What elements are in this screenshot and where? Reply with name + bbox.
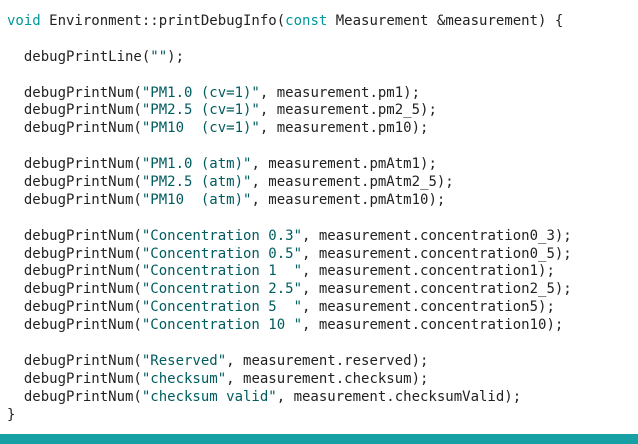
- code-line: debugPrintNum("Concentration 10 ", measu…: [7, 317, 572, 335]
- code-token: , measurement.concentration5);: [302, 299, 555, 316]
- code-token: , measurement.pmAtm2_5);: [251, 174, 454, 191]
- code-token: debugPrintNum(: [7, 191, 142, 208]
- code-keyword: void: [7, 13, 41, 29]
- code-line: debugPrintNum("PM10 (atm)", measurement.…: [7, 192, 572, 210]
- code-token: Environment::printDebugInfo(: [40, 13, 286, 29]
- code-token: debugPrintNum(: [7, 370, 142, 387]
- code-token: Measurement &measurement) {: [327, 13, 564, 29]
- code-string: "PM1.0 (cv=1)": [141, 84, 260, 101]
- code-line: debugPrintNum("Reserved", measurement.re…: [7, 353, 572, 371]
- code-token: , measurement.pm2_5);: [259, 102, 437, 119]
- code-line: ​: [7, 31, 572, 49]
- code-token: debugPrintNum(: [7, 281, 142, 298]
- code-token: , measurement.checksum);: [226, 370, 429, 387]
- code-token: , measurement.concentration10);: [302, 317, 564, 334]
- code-token: , measurement.pm1);: [259, 84, 421, 101]
- code-token: debugPrintNum(: [7, 156, 142, 173]
- code-line: debugPrintNum("Concentration 2.5", measu…: [7, 281, 572, 299]
- code-string: "PM1.0 (atm)": [141, 156, 252, 173]
- code-editor[interactable]: void Environment::printDebugInfo(const M…: [0, 0, 638, 434]
- code-token: , measurement.pm10);: [259, 120, 429, 137]
- code-token: debugPrintNum(: [7, 120, 142, 137]
- code-token: debugPrintNum(: [7, 227, 142, 244]
- code-string: "Concentration 2.5": [141, 281, 303, 298]
- code-line: debugPrintNum("Concentration 0.3", measu…: [7, 228, 572, 246]
- code-string: "Concentration 0.5": [141, 245, 303, 262]
- code-line: debugPrintNum("PM1.0 (atm)", measurement…: [7, 156, 572, 174]
- code-token: , measurement.pmAtm1);: [251, 156, 437, 173]
- code-token: , measurement.concentration1);: [302, 263, 555, 280]
- code-line: ​: [7, 210, 572, 228]
- code-string: "Concentration 10 ": [141, 317, 303, 334]
- code-line: debugPrintNum("PM10 (cv=1)", measurement…: [7, 120, 572, 138]
- code-string: "Concentration 0.3": [141, 227, 303, 244]
- code-line: debugPrintNum("checksum", measurement.ch…: [7, 371, 572, 389]
- code-keyword: const: [285, 13, 328, 29]
- code-token: debugPrintNum(: [7, 317, 142, 334]
- code-line: void Environment::printDebugInfo(const M…: [7, 13, 572, 31]
- code-token: , measurement.concentration0_3);: [302, 227, 572, 244]
- code-token: , measurement.concentration0_5);: [302, 245, 572, 262]
- code-token: , measurement.checksumValid);: [276, 388, 522, 405]
- code-string: "checksum": [141, 370, 227, 387]
- code-token: debugPrintNum(: [7, 102, 142, 119]
- code-line: ​: [7, 138, 572, 156]
- code-token: debugPrintNum(: [7, 84, 142, 101]
- code-token: debugPrintNum(: [7, 245, 142, 262]
- code-string: "Reserved": [141, 352, 227, 369]
- code-token: debugPrintNum(: [7, 174, 142, 191]
- code-line: debugPrintNum("Concentration 0.5", measu…: [7, 246, 572, 264]
- code-string: "PM10 (atm)": [141, 191, 252, 208]
- code-token: debugPrintNum(: [7, 388, 142, 405]
- code-line: }: [7, 407, 572, 425]
- code-line: ​: [7, 335, 572, 353]
- editor-status-bar: [0, 434, 638, 444]
- code-string: "PM2.5 (atm)": [141, 174, 252, 191]
- code-line: debugPrintNum("Concentration 1 ", measur…: [7, 263, 572, 281]
- code-token: , measurement.reserved);: [226, 352, 429, 369]
- code-line: debugPrintNum("PM1.0 (cv=1)", measuremen…: [7, 85, 572, 103]
- code-token: debugPrintLine(: [7, 48, 151, 65]
- code-line: debugPrintNum("checksum valid", measurem…: [7, 389, 572, 407]
- code-token: , measurement.concentration2_5);: [302, 281, 572, 298]
- code-line: debugPrintNum("Concentration 5 ", measur…: [7, 299, 572, 317]
- code-line: debugPrintLine("");: [7, 49, 572, 67]
- code-text-area[interactable]: void Environment::printDebugInfo(const M…: [7, 13, 572, 424]
- code-token: );: [167, 48, 185, 65]
- code-string: "Concentration 1 ": [141, 263, 303, 280]
- code-string: "Concentration 5 ": [141, 299, 303, 316]
- code-string: "": [150, 48, 168, 65]
- code-token: }: [7, 406, 16, 423]
- code-string: "PM2.5 (cv=1)": [141, 102, 260, 119]
- code-token: debugPrintNum(: [7, 352, 142, 369]
- code-line: debugPrintNum("PM2.5 (cv=1)", measuremen…: [7, 102, 572, 120]
- code-line: ​: [7, 67, 572, 85]
- code-line: debugPrintNum("PM2.5 (atm)", measurement…: [7, 174, 572, 192]
- code-token: debugPrintNum(: [7, 299, 142, 316]
- code-token: debugPrintNum(: [7, 263, 142, 280]
- code-string: "checksum valid": [141, 388, 277, 405]
- code-string: "PM10 (cv=1)": [141, 120, 260, 137]
- code-token: , measurement.pmAtm10);: [251, 191, 446, 208]
